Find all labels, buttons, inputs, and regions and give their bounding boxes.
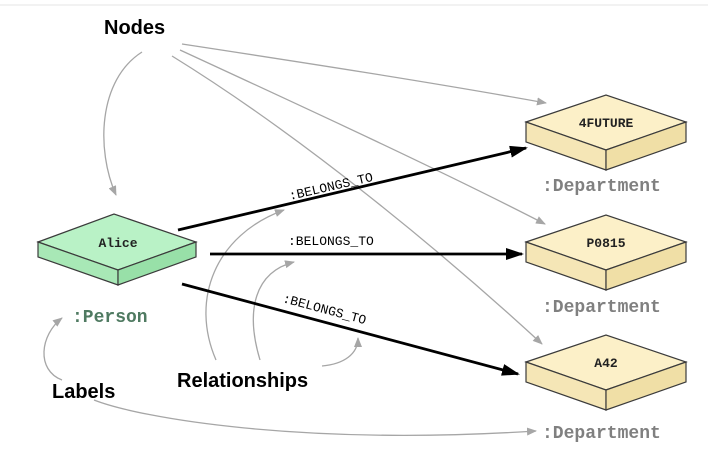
node-a42-name: A42 [594,356,618,371]
callout-labels: Labels [52,381,115,403]
node-4future[interactable]: 4FUTURE [524,94,688,171]
node-alice[interactable]: Alice [36,213,198,286]
node-p0815-label: :Department [542,298,661,318]
nodes-arrow-to-alice [103,51,143,196]
callout-relationships: Relationships [177,370,308,392]
node-alice-label: :Person [72,308,148,328]
relationship-lines [177,145,528,376]
relationships-arrow-3 [321,337,362,367]
node-p0815-right-side [605,241,687,291]
relationship-edge-4future [177,145,528,232]
relationship-edge-a42 [181,282,520,376]
relationships-arrow-2 [252,260,295,361]
annotation-arrows [43,43,547,436]
node-a42-label: :Department [542,424,661,444]
node-a42[interactable]: A42 [524,334,688,411]
node-4future-right-side [605,121,687,171]
labels-arrow-to-person [43,317,63,381]
node-alice-right-side [117,241,197,286]
node-4future-label: :Department [542,177,661,197]
node-p0815[interactable]: P0815 [524,214,688,291]
node-4future-name: 4FUTURE [579,116,634,131]
nodes-arrow-to-a42 [171,55,543,345]
node-p0815-name: P0815 [586,236,625,251]
labels-arrow-to-department [93,399,537,436]
relationship-label-1: :BELONGS_TO [288,170,375,204]
relationship-label-2: :BELONGS_TO [288,234,374,249]
node-alice-name: Alice [98,236,137,251]
relationships-arrow-1 [205,209,285,361]
nodes-arrow-to-p0815 [179,49,546,225]
callout-nodes: Nodes [104,17,165,39]
node-a42-right-side [605,361,687,411]
nodes-arrow-to-4future [181,43,547,106]
